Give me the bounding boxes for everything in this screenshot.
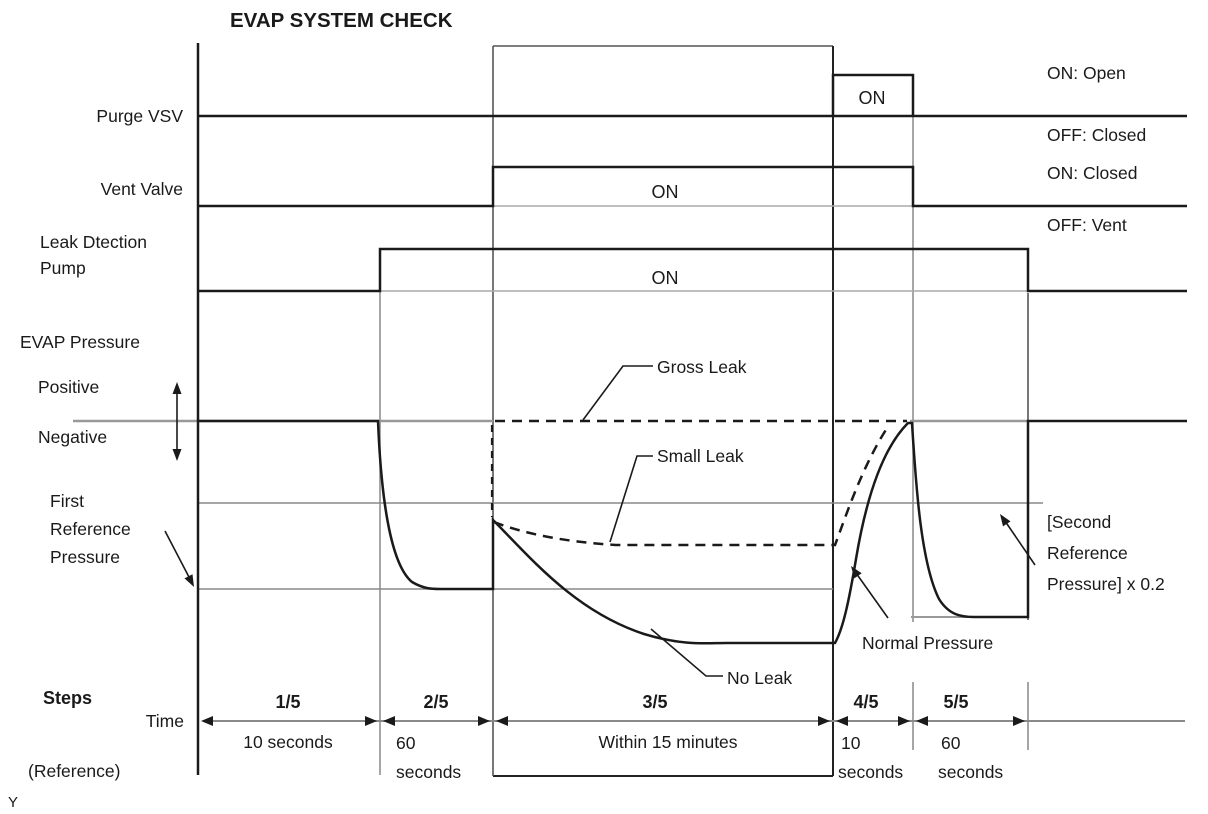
negative-arrowhead (172, 449, 182, 461)
steps-row: Steps 1/5 2/5 3/5 4/5 5/5 (43, 688, 969, 712)
vent-off-legend: OFF: Vent (1047, 215, 1127, 235)
normal-pressure-arrowhead (851, 566, 862, 579)
step-2-label: 2/5 (423, 692, 448, 712)
step-5-time-line1: 60 (941, 733, 961, 753)
first-reference-arrowhead (184, 574, 194, 587)
span1-right-arrowhead (365, 716, 377, 726)
second-reference-arrow-line (1004, 520, 1036, 566)
span3-left-arrowhead (496, 716, 508, 726)
left-labels: Purge VSV Vent Valve Leak Dtection Pump … (20, 106, 183, 567)
second-reference-arrowhead (1000, 514, 1011, 527)
time-label: Time (146, 711, 184, 731)
pump-label-line1: Leak Dtection (40, 232, 147, 252)
step-5-time-line2: seconds (938, 762, 1003, 782)
first-reference-label-line2: Reference (50, 519, 131, 539)
step-1-time: 10 seconds (243, 732, 333, 752)
span4-left-arrowhead (836, 716, 848, 726)
span2-left-arrowhead (383, 716, 395, 726)
step-1-label: 1/5 (275, 692, 300, 712)
first-reference-label-line3: Pressure (50, 547, 120, 567)
span5-left-arrowhead (916, 716, 928, 726)
small-leak-label: Small Leak (657, 446, 744, 466)
positive-label: Positive (38, 377, 99, 397)
trace-state-labels: ON ON ON (652, 88, 886, 288)
no-leak-leader-line (650, 628, 723, 677)
step-4-time-line1: 10 (841, 733, 861, 753)
purge-on-state-label: ON (859, 88, 886, 108)
purge-on-legend: ON: Open (1047, 63, 1126, 83)
vent-valve-label: Vent Valve (101, 179, 183, 199)
pump-on-state-label: ON (652, 268, 679, 288)
span5-right-arrowhead (1013, 716, 1025, 726)
positive-arrowhead (172, 382, 182, 394)
annotations (164, 365, 1036, 677)
first-reference-label-line1: First (50, 491, 84, 511)
first-reference-arrow-line (164, 530, 191, 580)
purge-vsv-label: Purge VSV (96, 106, 183, 126)
pressure-traces (198, 419, 1187, 645)
purge-vsv-on-pulse (831, 73, 915, 116)
no-leak-pressure-curve (198, 419, 1187, 645)
step-5-label: 5/5 (943, 692, 968, 712)
small-leak-pressure-curve (493, 424, 891, 547)
negative-label: Negative (38, 427, 107, 447)
step-4-time-line2: seconds (838, 762, 903, 782)
vent-on-legend: ON: Closed (1047, 163, 1137, 183)
purge-off-legend: OFF: Closed (1047, 125, 1146, 145)
right-legend: ON: Open OFF: Closed ON: Closed OFF: Ven… (1047, 63, 1165, 594)
gross-leak-label: Gross Leak (657, 357, 747, 377)
reference-label: (Reference) (28, 761, 120, 781)
pump-label-line2: Pump (40, 258, 86, 278)
curve-labels: Gross Leak Small Leak No Leak Normal Pre… (657, 357, 993, 688)
vent-valve-trace (198, 165, 1187, 208)
step-4-label: 4/5 (853, 692, 878, 712)
diagram-title: EVAP SYSTEM CHECK (230, 9, 453, 32)
time-row: Time 10 seconds 60 seconds Within 15 min… (28, 711, 1003, 782)
step-2-time-line1: 60 (396, 733, 416, 753)
reference-grid (73, 45, 1043, 777)
small-leak-leader-line (609, 455, 653, 543)
span4-right-arrowhead (898, 716, 910, 726)
second-reference-label-line1: [Second (1047, 512, 1111, 532)
span2-right-arrowhead (478, 716, 490, 726)
leak-detection-pump-trace (198, 247, 1187, 293)
footnote-y: Y (8, 794, 18, 811)
signal-traces (198, 73, 1187, 293)
step-2-time-line2: seconds (396, 762, 461, 782)
no-leak-label: No Leak (727, 668, 792, 688)
vent-on-state-label: ON (652, 182, 679, 202)
step-3-time: Within 15 minutes (598, 732, 737, 752)
gross-leak-leader-line (582, 365, 653, 421)
span3-right-arrowhead (818, 716, 830, 726)
evap-pressure-label: EVAP Pressure (20, 332, 140, 352)
normal-pressure-arrow-line (855, 572, 889, 619)
second-reference-label-line3: Pressure] x 0.2 (1047, 574, 1165, 594)
steps-label: Steps (43, 688, 92, 708)
span1-left-arrowhead (201, 716, 213, 726)
time-axis (201, 716, 1185, 726)
second-reference-label-line2: Reference (1047, 543, 1128, 563)
normal-pressure-label: Normal Pressure (862, 633, 993, 653)
step-3-label: 3/5 (642, 692, 667, 712)
